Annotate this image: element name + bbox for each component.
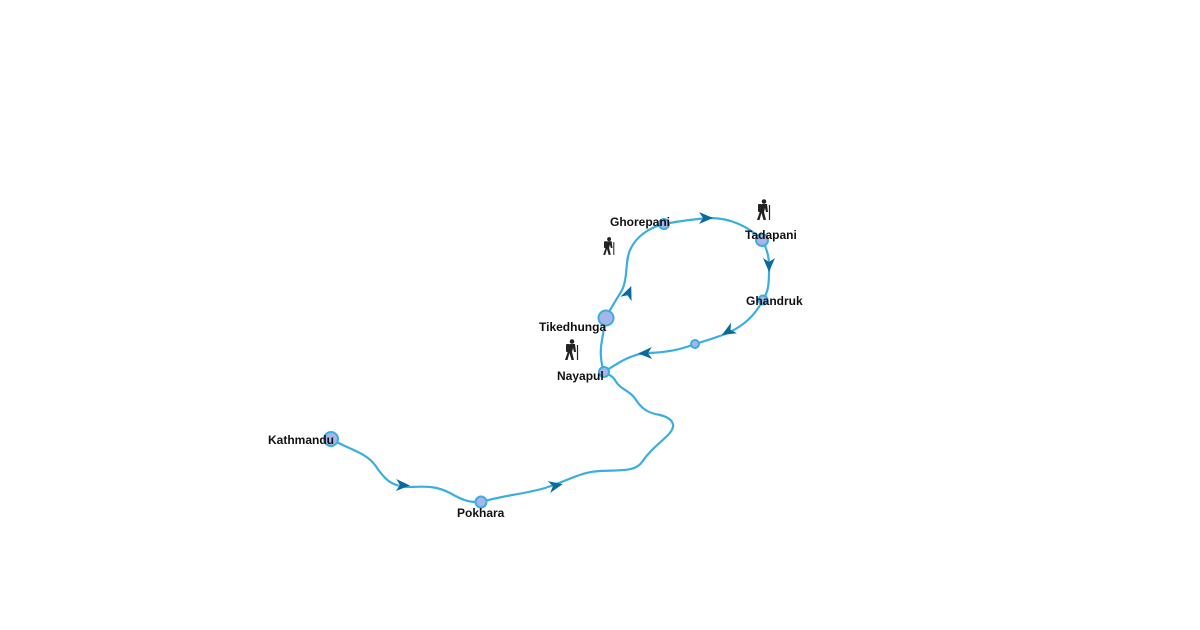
arrow-icon xyxy=(395,479,410,491)
hiker-icon xyxy=(564,338,579,361)
node-nayapul[interactable] xyxy=(598,366,610,378)
arrow-icon xyxy=(721,322,737,335)
label-tadapani: Tadapani xyxy=(745,228,797,242)
route-nodes xyxy=(323,218,769,509)
hiker-icon xyxy=(602,236,615,256)
arrow-icon xyxy=(699,212,713,224)
arrow-icon xyxy=(547,481,563,493)
label-ghandruk: Ghandruk xyxy=(746,294,803,308)
label-kathmandu: Kathmandu xyxy=(268,433,334,447)
label-ghorepani: Ghorepani xyxy=(610,215,670,229)
label-tikedhunga: Tikedhunga xyxy=(539,320,606,334)
route-line xyxy=(329,216,771,504)
node-ghandruk[interactable] xyxy=(757,294,769,306)
node-kathmandu[interactable] xyxy=(323,431,339,447)
label-pokhara: Pokhara xyxy=(457,506,505,520)
node-pokhara[interactable] xyxy=(474,495,488,509)
node-ghorepani[interactable] xyxy=(658,218,670,230)
label-nayapul: Nayapul xyxy=(557,369,604,383)
direction-arrows xyxy=(395,212,775,493)
arrow-icon xyxy=(638,347,653,359)
node-waypoint[interactable] xyxy=(690,339,700,349)
arrow-icon xyxy=(620,286,632,302)
node-tadapani[interactable] xyxy=(755,233,769,247)
node-tikedhunga[interactable] xyxy=(597,309,615,327)
arrow-icon xyxy=(763,258,775,272)
hiker-icon xyxy=(756,198,771,221)
